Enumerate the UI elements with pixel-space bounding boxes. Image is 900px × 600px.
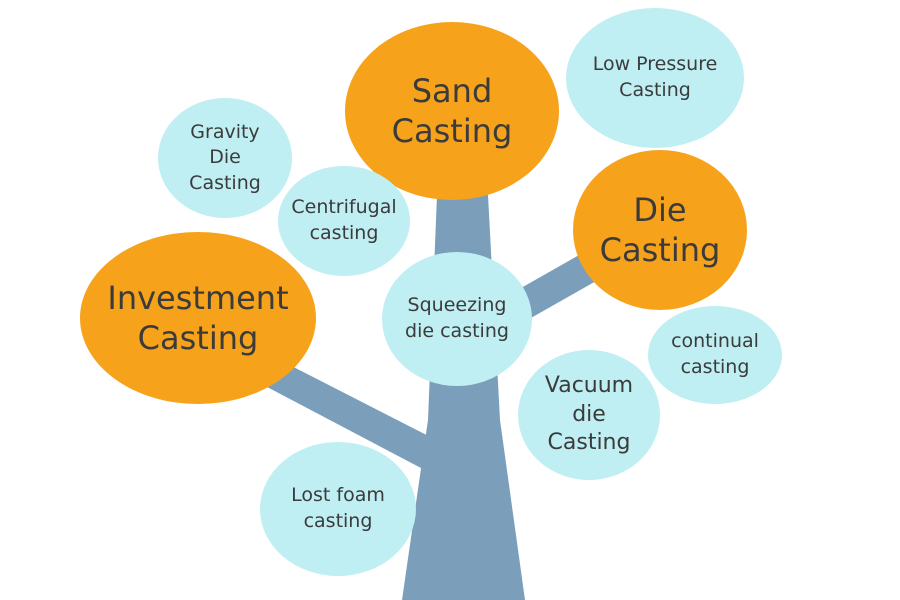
sand-casting-node: Sand Casting bbox=[345, 22, 559, 200]
die-casting-node: Die Casting bbox=[573, 150, 747, 310]
investment-casting-label: Investment Casting bbox=[107, 279, 289, 357]
lost-foam-casting-label: Lost foam casting bbox=[291, 484, 385, 532]
lost-foam-casting-node: Lost foam casting bbox=[260, 442, 416, 576]
squeezing-die-casting-node: Squeezing die casting bbox=[382, 252, 532, 386]
low-pressure-casting-node: Low Pressure Casting bbox=[566, 8, 744, 148]
centrifugal-casting-node: Centrifugal casting bbox=[278, 166, 410, 276]
die-casting-label: Die Casting bbox=[599, 191, 721, 269]
vacuum-die-casting-node: Vacuum die Casting bbox=[518, 350, 660, 480]
vacuum-die-casting-label: Vacuum die Casting bbox=[544, 373, 634, 456]
gravity-die-casting-label: Gravity Die Casting bbox=[189, 120, 261, 194]
gravity-die-casting-node: Gravity Die Casting bbox=[158, 98, 292, 218]
continual-casting-label: continual casting bbox=[671, 330, 759, 378]
branch-left bbox=[250, 356, 452, 478]
continual-casting-node: continual casting bbox=[648, 306, 782, 404]
investment-casting-node: Investment Casting bbox=[80, 232, 316, 404]
centrifugal-casting-label: Centrifugal casting bbox=[291, 196, 397, 244]
low-pressure-casting-label: Low Pressure Casting bbox=[592, 53, 718, 101]
sand-casting-label: Sand Casting bbox=[391, 72, 513, 150]
tree-trunk bbox=[402, 195, 525, 600]
squeezing-die-casting-label: Squeezing die casting bbox=[405, 294, 509, 342]
